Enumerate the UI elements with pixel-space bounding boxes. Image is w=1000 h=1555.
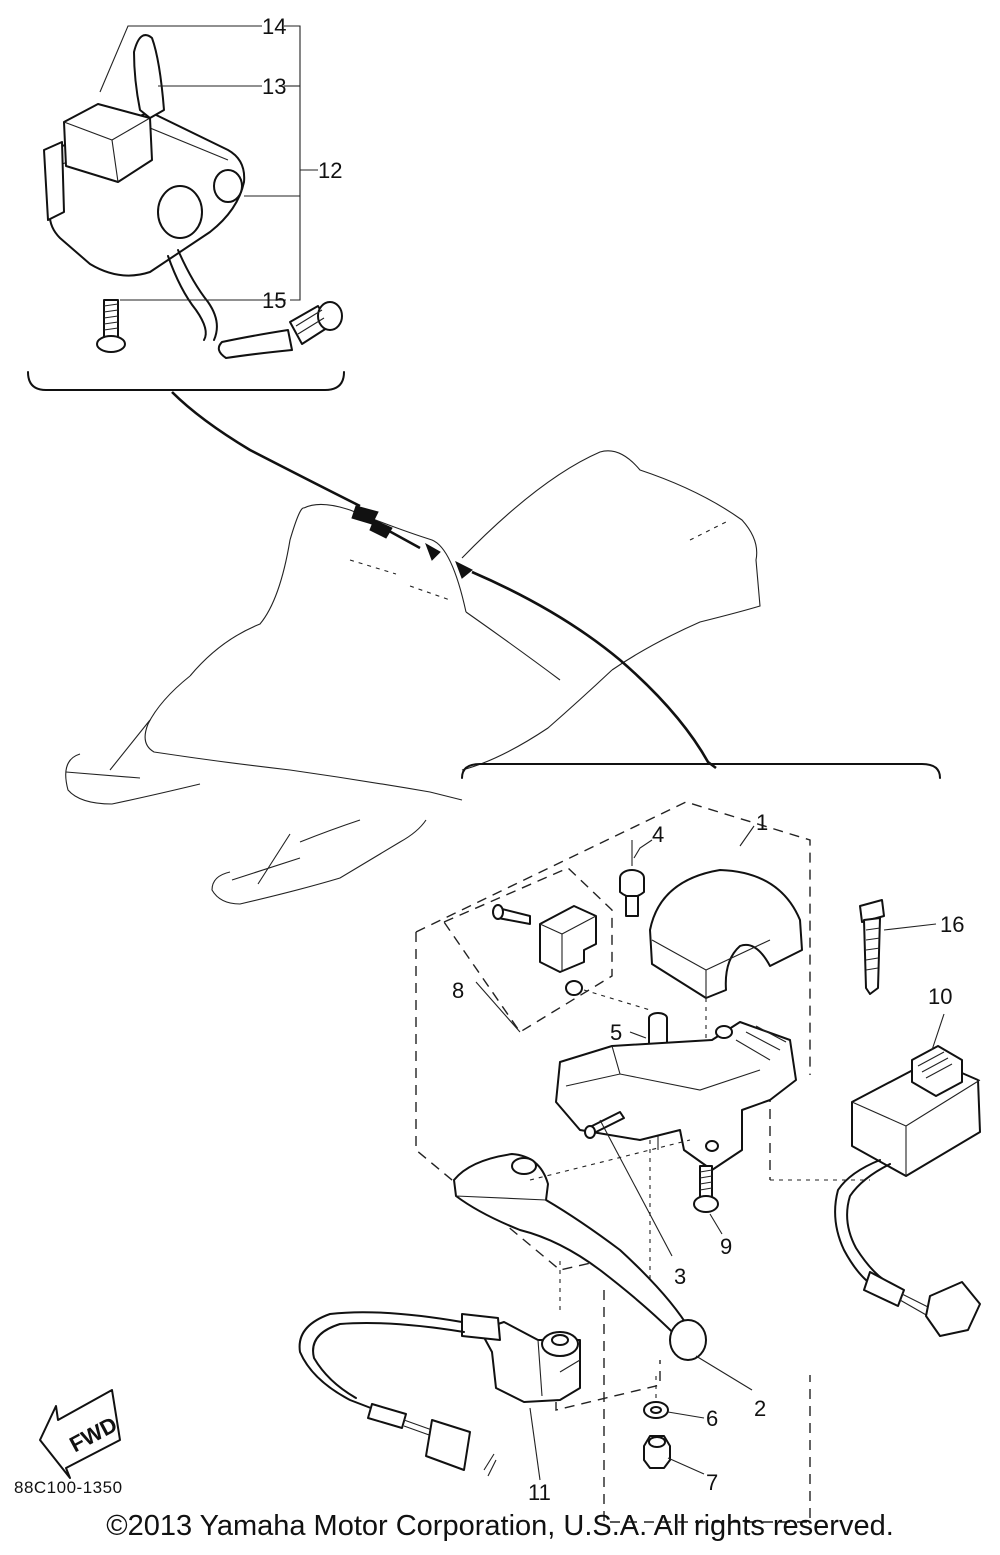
- callout-14: 14: [262, 14, 286, 39]
- bolt-9: [693, 1165, 719, 1213]
- brake-bracket: [555, 1021, 797, 1171]
- leaders-top: [99, 25, 318, 301]
- callout-10: 10: [928, 984, 952, 1009]
- callout-9: 9: [720, 1234, 732, 1259]
- callout-numbers: 14 13 12 15 1 4 16 10 8 5 9 3 2 6 7 11: [262, 14, 964, 1505]
- callout-7: 7: [706, 1470, 718, 1495]
- washer-6: [643, 1401, 669, 1419]
- inset-bracket-bottom: [461, 763, 941, 779]
- nut-7: [643, 1435, 671, 1469]
- copyright-notice: ©2013 Yamaha Motor Corporation, U.S.A. A…: [106, 1510, 894, 1542]
- callout-2: 2: [754, 1396, 766, 1421]
- screw-15: [96, 299, 126, 353]
- screw-3: [584, 1111, 625, 1139]
- callout-3: 3: [674, 1264, 686, 1289]
- part-code: 88C100-1350: [14, 1478, 123, 1497]
- clamp-cap: [649, 869, 803, 999]
- cable-tie-16: [859, 899, 885, 995]
- fwd-arrow: FWD: [39, 1389, 121, 1479]
- snowmobile-outline: [65, 450, 761, 905]
- callout-13: 13: [262, 74, 286, 99]
- assembly-outline-8: [442, 867, 613, 1033]
- callout-4: 4: [652, 822, 664, 847]
- brake-lever-2: [453, 1153, 707, 1361]
- brake-switch-11: [298, 1311, 581, 1477]
- callout-12: 12: [318, 158, 342, 183]
- inset-bracket-top: [27, 371, 345, 391]
- alignment-lines: [529, 989, 870, 1400]
- callout-8: 8: [452, 978, 464, 1003]
- callout-6: 6: [706, 1406, 718, 1431]
- callout-1: 1: [756, 810, 768, 835]
- callout-15: 15: [262, 288, 286, 313]
- switch-cable-12: [167, 249, 343, 359]
- module-10: [834, 1045, 981, 1337]
- callout-5: 5: [610, 1020, 622, 1045]
- leaders-bottom: [475, 825, 945, 1481]
- switch-housing-12: [43, 34, 246, 277]
- callout-16: 16: [940, 912, 964, 937]
- bolt-4: [619, 840, 645, 917]
- bracket-8: [492, 904, 597, 996]
- main-harness-cable: [171, 391, 717, 770]
- callout-11: 11: [528, 1480, 551, 1505]
